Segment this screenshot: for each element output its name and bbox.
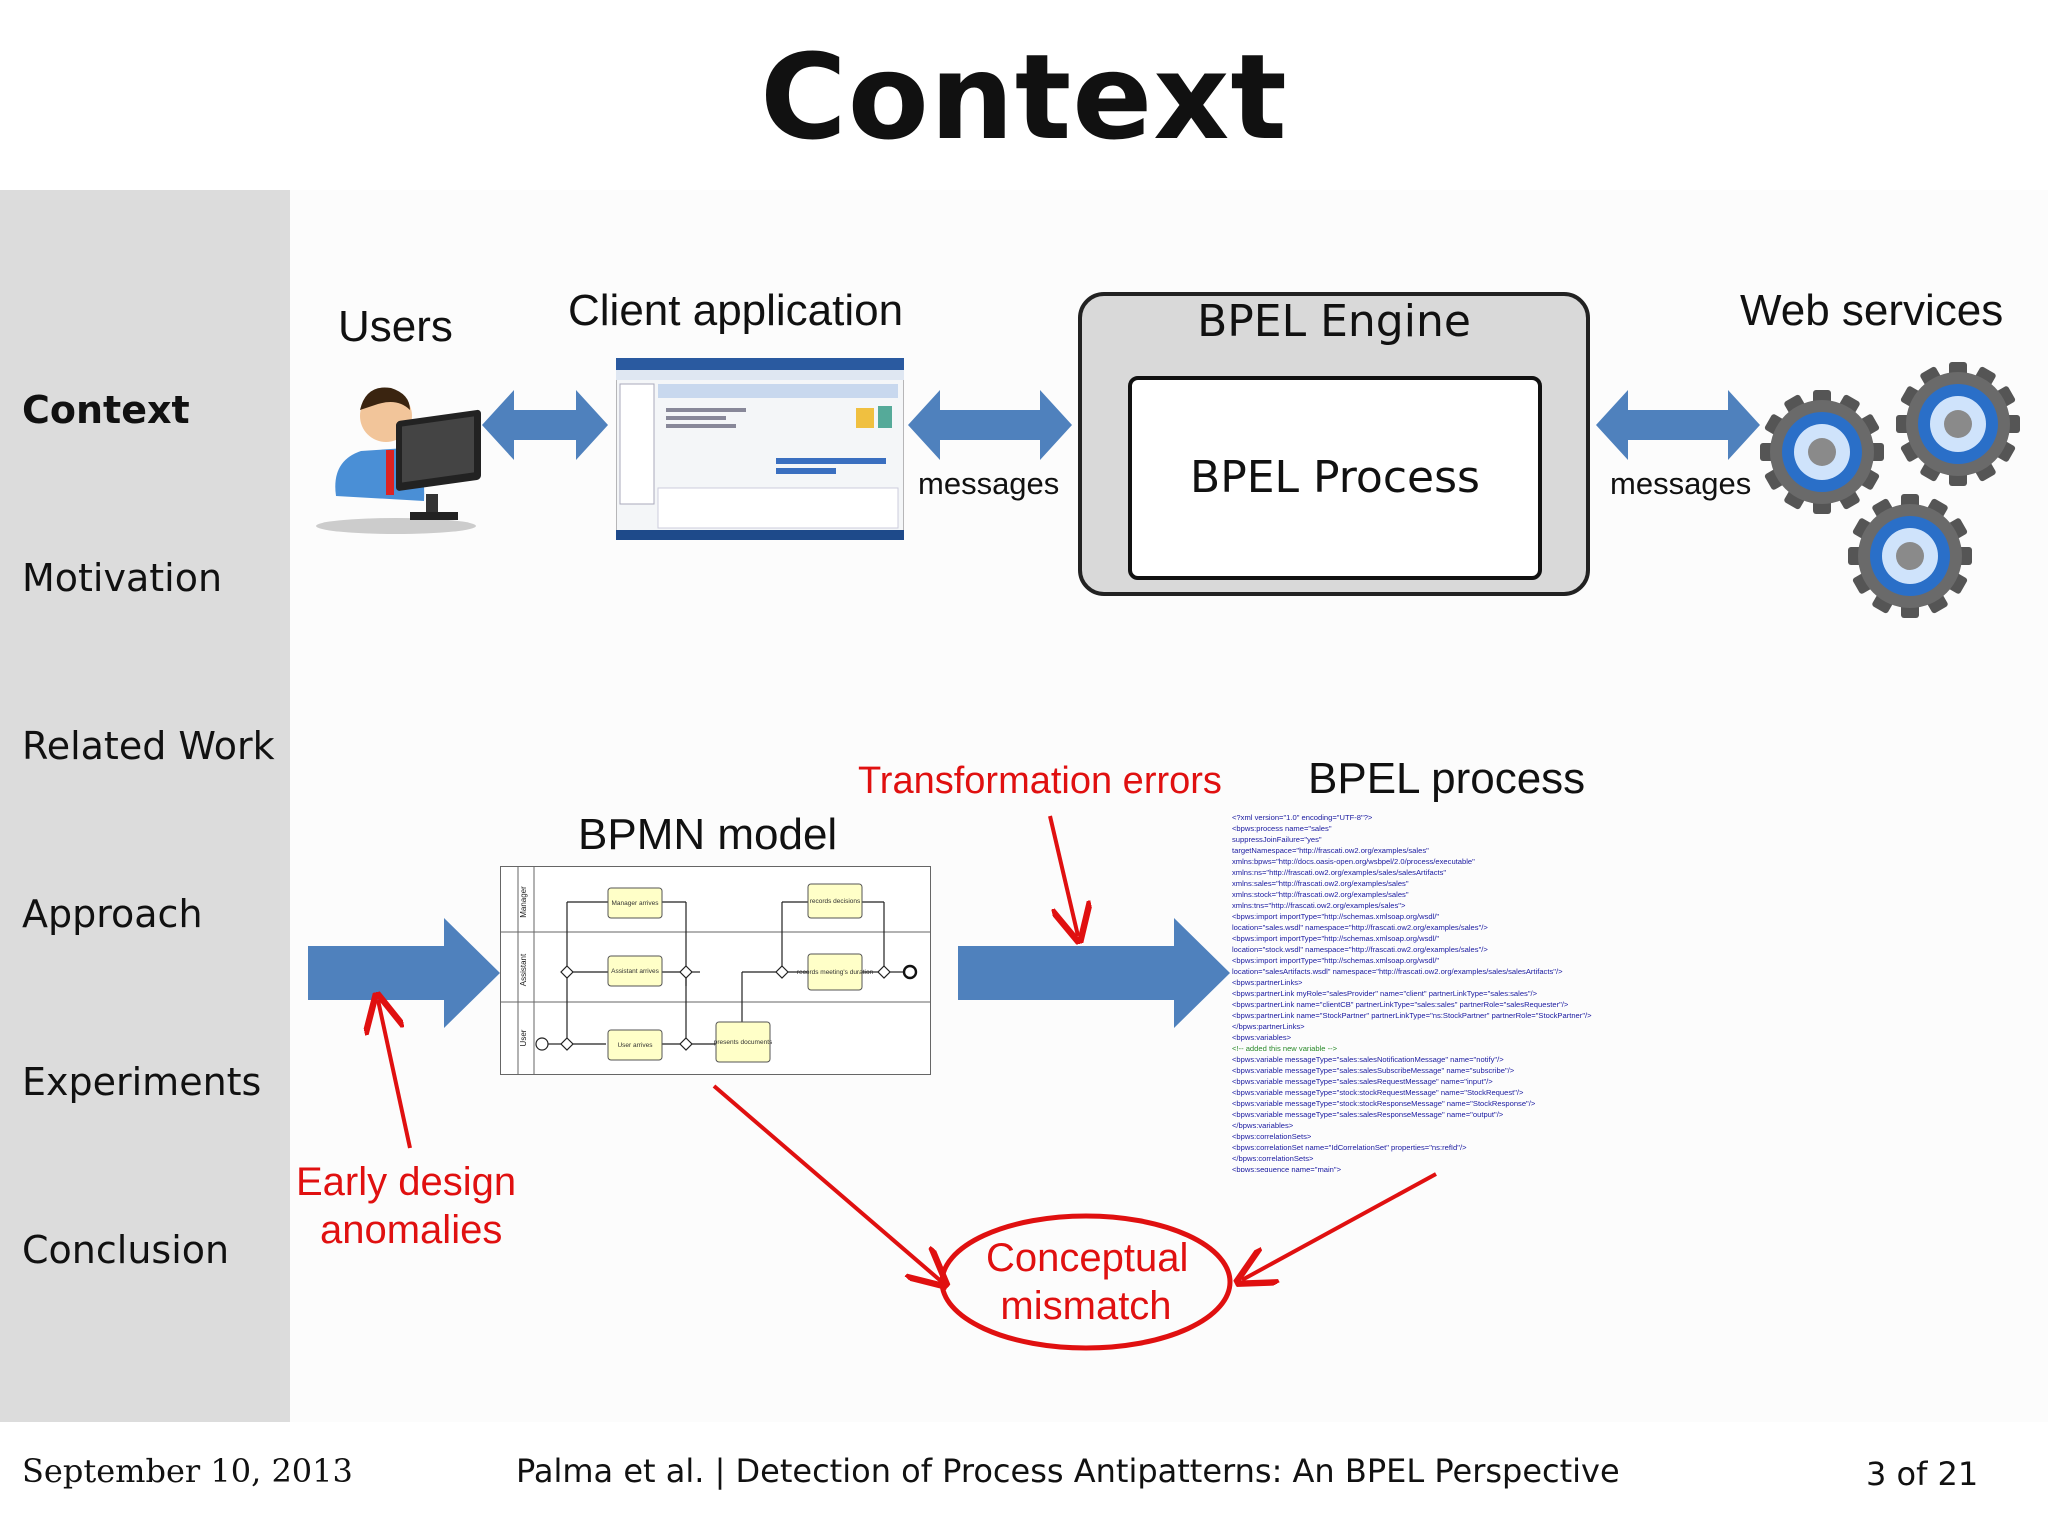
client-application-label: Client application — [568, 286, 904, 335]
footer-title: Palma et al. | Detection of Process Anti… — [516, 1452, 1620, 1490]
code-line: <bpws:variable messageType="stock:stockR… — [1232, 1099, 1536, 1108]
task-manager-arrives: Manager arrives — [612, 900, 660, 907]
task-user-arrives: User arrives — [617, 1042, 653, 1049]
footer-date: September 10, 2013 — [22, 1452, 353, 1490]
lane-assistant: Assistant — [519, 953, 528, 986]
code-line: location="sales.wsdl" namespace="http://… — [1232, 923, 1488, 932]
messages-label-right: messages — [1610, 466, 1752, 501]
lane-user: User — [519, 1029, 528, 1046]
bpel-process-label: BPEL Process — [1190, 452, 1480, 503]
web-services-gears-icon — [1760, 362, 2020, 618]
bpel-code-snippet: <?xml version="1.0" encoding="UTF-8"?> <b… — [1232, 812, 1642, 1172]
input-arrow — [308, 918, 500, 1028]
code-line: <bpws:import importType="http://schemas.… — [1232, 912, 1440, 921]
code-line: </bpws:correlationSets> — [1232, 1154, 1314, 1163]
sidebar-item-related-work[interactable]: Related Work — [22, 724, 275, 768]
code-line: <bpws:process name="sales" — [1232, 824, 1332, 833]
transformation-errors-label: Transformation errors — [858, 760, 1222, 802]
code-line: <bpws:partnerLinks> — [1232, 978, 1303, 987]
code-line: location="salesArtifacts.wsdl" namespace… — [1232, 967, 1563, 976]
code-line: xmlns:ns="http://frascati.ow2.org/exampl… — [1232, 868, 1447, 877]
code-line: <bpws:variable messageType="sales:salesR… — [1232, 1110, 1504, 1119]
code-line: <?xml version="1.0" encoding="UTF-8"?> — [1232, 813, 1373, 822]
code-line: <bpws:variables> — [1232, 1033, 1292, 1042]
code-line: </bpws:variables> — [1232, 1121, 1294, 1130]
code-line: <bpws:variable messageType="sales:salesR… — [1232, 1077, 1493, 1086]
code-line: <bpws:partnerLink name="clientCB" partne… — [1232, 1000, 1569, 1009]
bpel-engine-label: BPEL Engine — [1197, 296, 1471, 347]
sidebar: Context Motivation Related Work Approach… — [0, 190, 290, 1422]
code-line: targetNamespace="http://frascati.ow2.org… — [1232, 846, 1429, 855]
sidebar-item-context[interactable]: Context — [22, 388, 190, 432]
bpmn-model-label: BPMN model — [578, 810, 838, 859]
sidebar-item-experiments[interactable]: Experiments — [22, 1060, 262, 1104]
client-engine-arrow — [908, 390, 1072, 460]
lane-manager: Manager — [519, 886, 528, 918]
code-line: <bpws:import importType="http://schemas.… — [1232, 956, 1440, 965]
code-line: <bpws:partnerLink myRole="salesProvider"… — [1232, 989, 1538, 998]
code-line: <bpws:sequence name="main"> — [1232, 1165, 1342, 1172]
code-line: <bpws:correlationSets> — [1232, 1132, 1312, 1141]
conceptual-mismatch-line2: mismatch — [1000, 1284, 1172, 1328]
page-number: 3 of 21 — [1866, 1455, 1979, 1493]
code-line: location="stock.wsdl" namespace="http://… — [1232, 945, 1488, 954]
bpel-mismatch-arrow — [1242, 1172, 1437, 1280]
code-line: <bpws:variable messageType="stock:stockR… — [1232, 1088, 1524, 1097]
messages-label-left: messages — [918, 466, 1060, 501]
web-services-label: Web services — [1740, 286, 2004, 335]
code-line: <bpws:import importType="http://schemas.… — [1232, 934, 1440, 943]
bpel-process-box — [1128, 376, 1542, 580]
users-client-arrow — [482, 390, 608, 460]
early-design-label-line1: Early design — [296, 1160, 517, 1204]
bpmn-diagram: Manager Assistant User — [500, 866, 931, 1075]
task-records-duration: records meeting's duration — [797, 969, 874, 976]
code-line: <bpws:variable messageType="sales:salesS… — [1232, 1066, 1515, 1075]
conceptual-mismatch-ellipse — [939, 1213, 1233, 1351]
code-line: <!-- added this new variable --> — [1232, 1044, 1338, 1053]
sidebar-item-approach[interactable]: Approach — [22, 892, 203, 936]
code-line: <bpws:correlationSet name="IdCorrelation… — [1232, 1143, 1467, 1152]
users-label: Users — [338, 302, 453, 351]
engine-services-arrow — [1596, 390, 1760, 460]
early-design-label-line2: anomalies — [320, 1208, 503, 1252]
early-design-arrow — [378, 1000, 412, 1149]
user-computer-icon — [316, 387, 481, 534]
transformation-arrow — [958, 918, 1230, 1028]
code-line: xmlns:bpws="http://docs.oasis-open.org/w… — [1232, 857, 1475, 866]
sidebar-item-motivation[interactable]: Motivation — [22, 556, 223, 600]
conceptual-mismatch-line1: Conceptual — [986, 1236, 1189, 1280]
code-line: <bpws:partnerLink name="StockPartner" pa… — [1232, 1011, 1592, 1020]
transformation-errors-arrow — [1048, 815, 1078, 936]
client-application-screenshot — [616, 358, 904, 540]
slide-title: Context — [760, 28, 1288, 166]
task-assistant-arrives: Assistant arrives — [611, 968, 659, 975]
code-line: xmlns:stock="http://frascati.ow2.org/exa… — [1232, 890, 1409, 899]
code-line: xmlns:tns="http://frascati.ow2.org/examp… — [1232, 901, 1406, 910]
bpmn-mismatch-arrow — [712, 1084, 942, 1282]
task-records-decisions: records decisions — [810, 898, 861, 905]
annotation-arrows — [290, 815, 1437, 1351]
sidebar-item-conclusion[interactable]: Conclusion — [22, 1228, 230, 1272]
task-presents-documents: presents documents — [714, 1039, 773, 1046]
bpel-process-code-label: BPEL process — [1308, 754, 1586, 803]
code-line: suppressJoinFailure="yes" — [1232, 835, 1322, 844]
code-line: </bpws:partnerLinks> — [1232, 1022, 1305, 1031]
code-line: <bpws:variable messageType="sales:salesN… — [1232, 1055, 1504, 1064]
code-line: xmlns:sales="http://frascati.ow2.org/exa… — [1232, 879, 1409, 888]
